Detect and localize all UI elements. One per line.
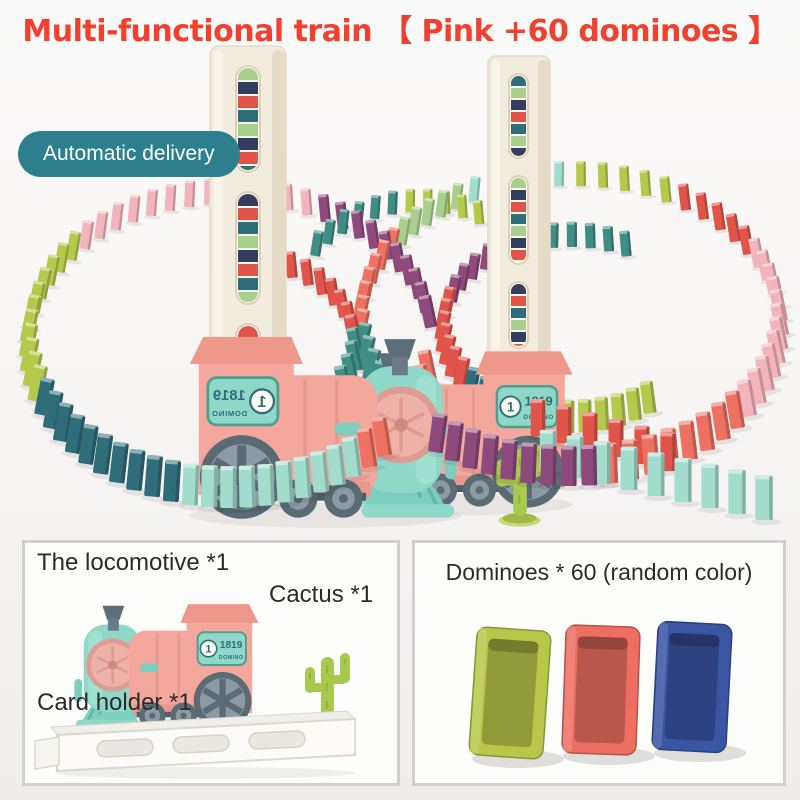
domino — [711, 202, 732, 234]
dominoes-art — [468, 620, 746, 768]
domino — [516, 442, 544, 489]
domino — [724, 469, 755, 520]
domino — [300, 188, 318, 219]
domino — [300, 258, 320, 290]
domino — [385, 190, 402, 218]
domino — [458, 428, 485, 474]
domino — [320, 218, 338, 249]
domino — [181, 180, 200, 211]
domino — [678, 183, 697, 214]
domino — [310, 450, 338, 497]
domino — [659, 175, 677, 206]
domino — [433, 189, 451, 221]
domino-trays — [468, 620, 746, 768]
delivery-badge: Automatic delivery — [18, 131, 240, 177]
domino — [293, 456, 320, 503]
domino — [405, 206, 424, 239]
domino — [178, 463, 206, 511]
product-title: Multi-functional train 【 Pink +60 domino… — [22, 14, 778, 49]
domino-tray — [561, 624, 641, 756]
domino — [477, 434, 504, 480]
contents-art — [34, 543, 357, 779]
domino — [122, 449, 150, 496]
domino — [697, 463, 728, 514]
domino — [618, 165, 635, 195]
domino — [236, 465, 264, 513]
domino — [341, 436, 370, 482]
domino — [76, 220, 96, 253]
domino-track-front — [61, 399, 782, 526]
domino — [639, 169, 657, 200]
domino — [63, 230, 82, 265]
domino — [670, 458, 700, 508]
domino — [418, 197, 437, 230]
domino — [162, 183, 180, 215]
domino — [356, 426, 386, 473]
domino — [367, 195, 384, 223]
locomotive-label: The locomotive *1 — [37, 549, 230, 576]
domino — [365, 219, 386, 252]
cartridge-window-right — [508, 73, 529, 349]
domino — [350, 210, 371, 242]
domino — [496, 438, 523, 485]
domino — [105, 441, 132, 489]
domino — [583, 222, 601, 252]
domino — [590, 441, 619, 489]
domino — [371, 416, 400, 461]
domino — [537, 444, 564, 491]
domino — [274, 460, 302, 508]
domino — [159, 459, 187, 507]
domino — [456, 194, 473, 222]
domino — [255, 463, 283, 511]
contents-panel: The locomotive *1 Cactus *1 Card holder … — [22, 540, 400, 786]
domino — [89, 433, 116, 480]
domino — [625, 386, 650, 425]
domino — [695, 192, 715, 223]
domino — [326, 444, 354, 490]
domino — [284, 251, 304, 282]
domino — [578, 444, 605, 491]
domino — [393, 216, 412, 249]
dominoes-panel: Dominoes * 60 (random color) — [412, 540, 786, 786]
domino — [736, 378, 765, 421]
domino — [334, 208, 352, 238]
cactus-label: Cactus *1 — [269, 581, 374, 608]
domino — [307, 230, 326, 261]
domino — [418, 294, 444, 332]
domino — [472, 199, 490, 228]
domino — [91, 210, 110, 243]
domino — [596, 162, 614, 191]
domino — [108, 202, 126, 234]
domino-tray — [468, 626, 552, 760]
domino — [695, 411, 723, 456]
card-holder-illustration — [34, 710, 357, 779]
domino — [574, 161, 591, 190]
domino — [424, 413, 450, 458]
domino — [644, 452, 673, 501]
domino — [565, 221, 583, 251]
domino — [217, 466, 245, 514]
domino — [724, 390, 753, 433]
domino — [552, 161, 569, 190]
card-holder-label: Card holder *1 — [37, 689, 192, 716]
domino — [441, 420, 467, 467]
domino — [558, 445, 585, 491]
domino — [140, 455, 168, 502]
domino — [710, 401, 739, 445]
domino — [125, 194, 143, 226]
domino — [639, 380, 664, 418]
dominoes-label: Dominoes * 60 (random color) — [445, 559, 753, 585]
domino — [751, 475, 782, 526]
domino-tray — [651, 620, 733, 754]
domino — [197, 465, 225, 513]
domino — [619, 230, 638, 260]
domino — [143, 188, 161, 220]
domino — [602, 225, 620, 255]
domino — [617, 446, 646, 495]
domino — [464, 252, 482, 284]
